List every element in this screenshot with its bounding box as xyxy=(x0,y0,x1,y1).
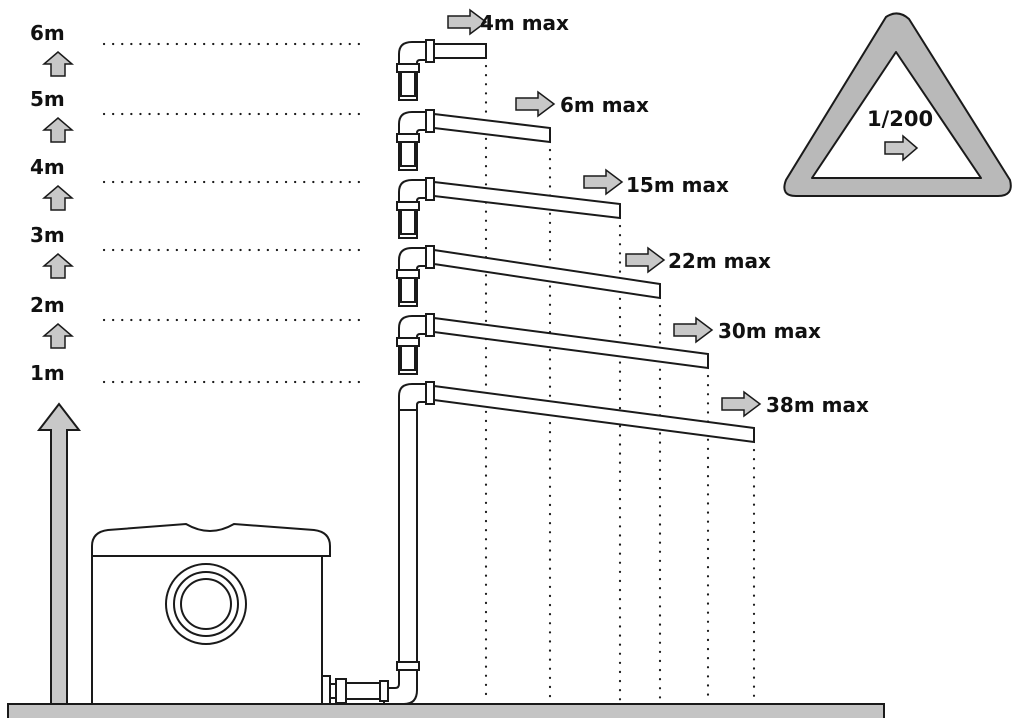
up-arrow-icon xyxy=(41,51,75,77)
pipe-collar xyxy=(425,39,435,63)
flow-arrow-icon xyxy=(583,168,624,196)
max-length-label-6: 38m max xyxy=(766,393,869,417)
pipe-collar xyxy=(425,245,435,269)
pipe-run xyxy=(433,248,661,300)
pipe-stub xyxy=(400,141,416,167)
pump-unit xyxy=(91,522,331,705)
pipe-outlet-6 xyxy=(398,381,755,444)
height-label-4m: 4m xyxy=(30,155,65,179)
pipe-run xyxy=(433,43,487,59)
pipe-collar xyxy=(396,269,420,279)
pipe-outlet-4 xyxy=(396,245,661,307)
max-length-labels: 4m max 6m max 15m max 22m max 30m max 38m max xyxy=(447,8,869,418)
height-label-3m: 3m xyxy=(30,223,65,247)
pipe-stub xyxy=(400,71,416,97)
pipe-stub xyxy=(400,277,416,303)
pipe-stub xyxy=(400,209,416,235)
slope-sign: 1/200 xyxy=(783,12,1012,197)
flow-arrow-icon xyxy=(673,316,714,344)
slope-arrow-icon xyxy=(884,134,919,162)
height-levels: 6m 5m 4m 3m 2m 1m xyxy=(30,21,364,385)
pump-inlet-port xyxy=(165,563,247,645)
pipe-run xyxy=(433,112,551,144)
slope-sign-inner xyxy=(811,51,982,179)
height-label-5m: 5m xyxy=(30,87,65,111)
height-label-2m: 2m xyxy=(30,293,65,317)
flow-arrow-icon xyxy=(721,390,762,418)
pipe-outlets xyxy=(396,39,755,444)
pipe-outlet-1 xyxy=(396,39,487,101)
pipe-collar xyxy=(425,313,435,337)
pipe-collar xyxy=(396,201,420,211)
pipe-collar xyxy=(425,109,435,133)
pipe-collar xyxy=(396,337,420,347)
flow-arrow-icon xyxy=(447,8,488,36)
flow-arrow-icon xyxy=(625,246,666,274)
slope-value: 1/200 xyxy=(867,107,933,131)
max-length-label-5: 30m max xyxy=(718,319,821,343)
pipe-collar xyxy=(425,381,435,405)
pipe-run xyxy=(433,180,621,220)
up-arrow-icon xyxy=(41,253,75,279)
max-length-label-2: 6m max xyxy=(560,93,649,117)
pipe-stub xyxy=(400,345,416,371)
up-arrow-icon xyxy=(41,117,75,143)
pipe-collar xyxy=(396,133,420,143)
tall-height-arrow xyxy=(36,402,82,705)
pipe-collar xyxy=(396,63,420,73)
pipe-outlet-5 xyxy=(396,313,709,375)
flow-arrow-icon xyxy=(515,90,556,118)
vertical-riser xyxy=(327,409,420,705)
up-arrow-icon xyxy=(41,323,75,349)
max-length-label-1: 4m max xyxy=(480,11,569,35)
up-arrow-icon xyxy=(41,185,75,211)
height-label-6m: 6m xyxy=(30,21,65,45)
pipe-outlet-3 xyxy=(396,177,621,239)
length-guides xyxy=(484,64,756,702)
max-length-label-3: 15m max xyxy=(626,173,729,197)
pipe-run xyxy=(433,316,709,370)
max-length-label-4: 22m max xyxy=(668,249,771,273)
pipe-run xyxy=(433,384,755,444)
height-label-1m: 1m xyxy=(30,361,65,385)
floor-slab xyxy=(7,703,885,718)
pipe-collar xyxy=(425,177,435,201)
pipe-outlet-2 xyxy=(396,109,551,171)
